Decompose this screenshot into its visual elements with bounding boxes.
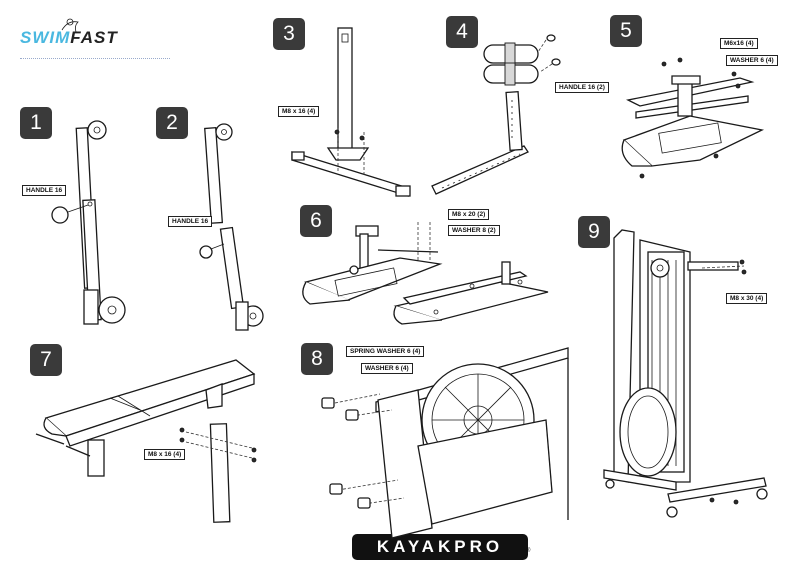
step-2-badge: 2 xyxy=(156,107,188,139)
step-1-callout-handle: HANDLE 16 xyxy=(22,185,67,196)
step-2-drawing xyxy=(199,123,264,331)
step-5-callout-washer: WASHER 6 (4) xyxy=(726,55,778,66)
step-6-badge: 6 xyxy=(300,205,332,237)
step-9-badge: 9 xyxy=(578,216,610,248)
swimmer-mark-icon xyxy=(61,18,79,33)
step-6-callout-washer: WASHER 8 (2) xyxy=(448,225,500,236)
step-5-callout-bolt: M6x16 (4) xyxy=(720,38,758,49)
step-6-callout-bolt: M8 x 20 (2) xyxy=(448,209,490,220)
step-5-badge: 5 xyxy=(610,15,642,47)
logo-divider xyxy=(20,58,170,59)
step-1-drawing xyxy=(51,120,126,325)
step-8-drawing xyxy=(321,347,569,539)
step-8-callout-washer: WASHER 6 (4) xyxy=(361,363,413,374)
step-3-drawing xyxy=(291,27,529,197)
step-9-drawing xyxy=(603,229,768,518)
swimfast-logo: SWIMFAST xyxy=(20,28,118,48)
step-6-drawing xyxy=(302,222,549,325)
step-3-badge: 3 xyxy=(273,18,305,50)
step-7-badge: 7 xyxy=(30,344,62,376)
step-3-callout-bolt: M8 x 16 (4) xyxy=(278,106,320,117)
step-4-drawing xyxy=(483,34,561,86)
step-7-drawing xyxy=(35,359,257,523)
step-8-callout-spring-washer: SPRING WASHER 6 (4) xyxy=(346,346,425,357)
step-4-callout-handle: HANDLE 16 (2) xyxy=(555,82,609,93)
step-5-drawing xyxy=(621,57,765,179)
logo-word-swim: SWIM xyxy=(20,28,71,47)
kayakpro-logo: KAYAKPRO xyxy=(352,534,528,560)
step-2-callout-handle: HANDLE 16 xyxy=(168,216,213,227)
step-1-badge: 1 xyxy=(20,107,52,139)
step-7-callout-bolt: M8 x 16 (4) xyxy=(144,449,186,460)
step-4-badge: 4 xyxy=(446,16,478,48)
logo-word-fast: FAST xyxy=(70,28,118,47)
step-9-callout-bolt: M8 x 30 (4) xyxy=(726,293,768,304)
step-8-badge: 8 xyxy=(301,343,333,375)
registered-mark: ® xyxy=(526,548,531,554)
